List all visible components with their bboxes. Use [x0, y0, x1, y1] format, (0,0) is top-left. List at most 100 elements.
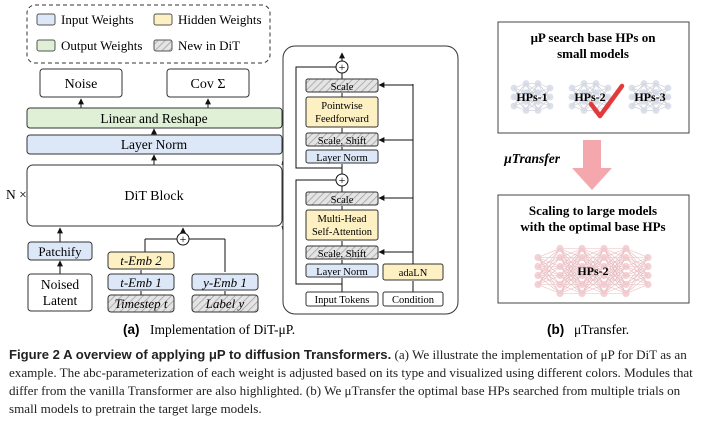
network-edge [537, 248, 561, 258]
ffn-line2: Feedforward [315, 114, 369, 125]
noise-box: Noise [65, 77, 98, 92]
network-edge [571, 83, 585, 107]
network-node [600, 280, 608, 289]
network-node [534, 98, 542, 105]
legend-output-label: Output Weights [61, 38, 142, 53]
noised-latent-line2: Latent [43, 293, 78, 308]
network-edge [655, 87, 669, 111]
network-node [556, 289, 564, 298]
network-edge [643, 92, 657, 111]
network-node [640, 80, 648, 87]
network-edge [537, 248, 561, 267]
layer-norm-box-lower: Layer Norm [316, 267, 368, 278]
network-node [628, 102, 636, 110]
network-node [600, 289, 608, 298]
legend-output-swatch [36, 39, 56, 52]
network-edge [625, 257, 649, 276]
subcaption-b-text: μTransfer. [574, 322, 629, 337]
network-node [664, 84, 672, 92]
network-node [664, 102, 672, 110]
network-node [628, 84, 636, 92]
network-node [522, 107, 530, 114]
network-edge [643, 83, 657, 111]
plus-sign: + [180, 232, 187, 246]
network-node [652, 80, 660, 87]
network-node [644, 253, 652, 262]
search-title-line2: small models [557, 46, 629, 61]
network-edge [625, 284, 649, 294]
input-tokens-box: Input Tokens [315, 295, 370, 306]
network-edge [525, 83, 539, 102]
plus-sign-middle: + [339, 173, 346, 187]
network-edge [525, 83, 539, 111]
network-edge [625, 266, 649, 294]
network-node [556, 271, 564, 280]
network-edge [625, 257, 649, 294]
network-edge [537, 275, 561, 285]
network-edge [559, 248, 583, 258]
ffn-line1: Pointwise [321, 101, 363, 112]
condition-box: Condition [392, 295, 435, 306]
dit-block-detail: + Scale Pointwise Feedforward Scale, Shi… [282, 45, 459, 315]
network-edge [603, 248, 627, 285]
network-node [534, 262, 542, 271]
network-edge [625, 257, 649, 267]
scale-shift-box-lower: Scale, Shift [318, 249, 366, 260]
scale-title-line2: with the optimal base HPs [520, 219, 665, 234]
network-node [622, 289, 630, 298]
network-edge [603, 257, 627, 294]
subcaptions: (a) Implementation of DiT-μP. (b) μTrans… [123, 322, 629, 337]
network-edge [559, 248, 583, 285]
network-edge [603, 248, 627, 267]
network-edge [559, 266, 583, 294]
timestep-box: Timestep t [114, 296, 167, 311]
network-edge [603, 248, 627, 258]
dit-block-box: DiT Block [124, 189, 183, 204]
legend-new-swatch [153, 39, 173, 52]
network-node [644, 271, 652, 280]
hps1-label: HPs-1 [516, 90, 547, 104]
network-node [556, 253, 564, 262]
attn-line1: Multi-Head [318, 214, 368, 225]
network-edge [537, 257, 561, 285]
network-node [652, 98, 660, 105]
network-node [622, 280, 630, 289]
plus-sign-top: + [339, 60, 346, 74]
network-edge [559, 248, 583, 294]
network-edge [537, 248, 561, 285]
network-edge [603, 248, 627, 294]
network-edge [581, 248, 605, 267]
network-edge [581, 248, 605, 285]
scale-box-upper: Scale [331, 82, 354, 93]
network-edge [537, 266, 561, 285]
network-node [578, 280, 586, 289]
network-edge [625, 275, 649, 294]
network-edge [583, 92, 597, 111]
network-node [568, 102, 576, 110]
network-node [600, 253, 608, 262]
network-node [522, 89, 530, 96]
network-node [604, 84, 612, 92]
network-node [556, 262, 564, 271]
network-edge [537, 284, 561, 294]
network-node [622, 271, 630, 280]
network-node [644, 262, 652, 271]
network-node [580, 80, 588, 87]
network-node [600, 262, 608, 271]
network-node [600, 244, 608, 253]
subcaption-a-text: Implementation of DiT-μP. [150, 322, 295, 337]
network-node [578, 253, 586, 262]
scale-shift-box-upper: Scale, Shift [318, 136, 366, 147]
caption-body: (a) We illustrate the implementation of … [9, 347, 693, 416]
attn-line2: Self-Attention [312, 227, 373, 238]
network-edge [595, 87, 609, 111]
transfer-label: μTransfer [503, 151, 561, 166]
network-node [578, 262, 586, 271]
network-node [534, 80, 542, 87]
mutransfer-panel: μP search base HPs on small models HPs-1… [497, 21, 690, 304]
subcaption-b-tag: (b) [547, 322, 564, 337]
network-node [640, 89, 648, 96]
network-edge [581, 266, 605, 294]
hps3-label: HPs-3 [634, 90, 665, 104]
network-node [644, 280, 652, 289]
